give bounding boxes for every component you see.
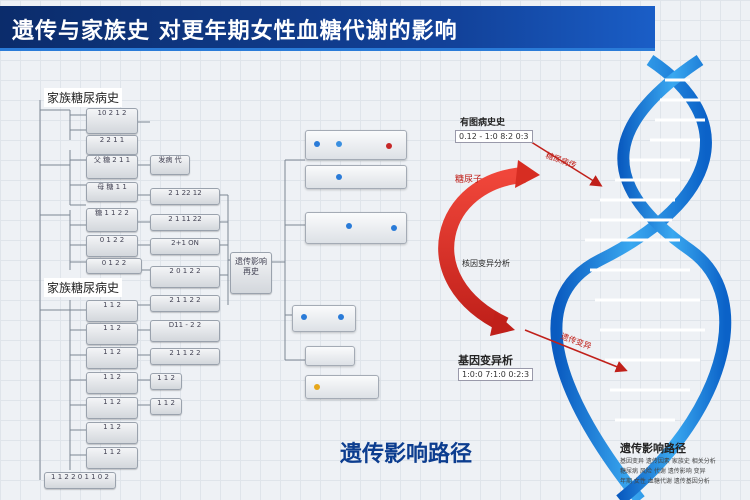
tree-lines — [39, 100, 305, 480]
bottom-pointer-arrow — [524, 329, 628, 373]
legend-line-3: 年期 女性 血糖代谢 遗传基因分析 — [620, 478, 710, 485]
gene-card-6[interactable] — [305, 375, 379, 399]
left-box-5[interactable]: 糖 1 1 2 2 — [86, 208, 138, 232]
arc-arrow — [438, 160, 540, 336]
lower-side-box-2[interactable]: 1 1 2 — [150, 398, 182, 415]
left-box-6[interactable]: 0 1 2 2 — [86, 235, 138, 257]
lower-box-2[interactable]: 1 1 2 — [86, 323, 138, 345]
legend-line-2: 糖尿病 风险 代谢 遗传影响 变异 — [620, 468, 706, 475]
gene-card-2[interactable] — [305, 165, 407, 189]
family-history-label-2: 家族糖尿病史 — [44, 278, 123, 297]
bottom-box[interactable]: 1 1 2 2 0 1 1 0 2 — [44, 472, 116, 489]
path-title: 遗传影响路径 — [340, 442, 473, 467]
gene-card-4[interactable] — [292, 305, 356, 332]
left-box-1[interactable]: 10 2 1 2 — [86, 108, 138, 134]
lower-box-3[interactable]: 1 1 2 — [86, 347, 138, 369]
mid-box-5[interactable]: 2 1 1 2 2 — [150, 295, 220, 312]
gene-dot-icon — [336, 174, 342, 180]
lower-box-1[interactable]: 1 1 2 — [86, 300, 138, 322]
lower-box-6[interactable]: 1 1 2 — [86, 422, 138, 444]
title-bar: 遗传与家族史 对更年期女性血糖代谢的影响 — [0, 6, 655, 51]
mid-box-2[interactable]: 2 1 11 22 — [150, 214, 220, 231]
left-box-4[interactable]: 母 糖 1 1 — [86, 182, 138, 202]
left-box-2[interactable]: 2 2 1 1 — [86, 135, 138, 155]
gene-dot-icon — [346, 223, 352, 229]
left-box-3[interactable]: 父 糖 2 1 1 — [86, 155, 138, 179]
bottom-right-label: 基因变异析 — [458, 354, 513, 367]
left-box-7[interactable]: 0 1 2 2 — [86, 258, 142, 274]
gene-dot-icon — [314, 141, 320, 147]
gene-dot-icon — [301, 314, 307, 320]
status-box[interactable]: 发病 代 — [150, 155, 190, 175]
dna-helix — [550, 55, 732, 500]
center-box[interactable]: 遗传影响 再史 — [230, 252, 272, 294]
arc-label-mid: 核因变异分析 — [462, 259, 510, 268]
family-history-label-1: 家族糖尿病史 — [44, 88, 123, 107]
lower-box-5[interactable]: 1 1 2 — [86, 397, 138, 419]
mid-box-4[interactable]: 2 0 1 2 2 — [150, 266, 220, 288]
gene-card-5[interactable] — [305, 346, 355, 366]
gene-dot-icon — [391, 225, 397, 231]
top-pointer-arrow — [519, 134, 603, 187]
arc-label-top: 糖尿子 — [455, 175, 483, 185]
lower-box-7[interactable]: 1 1 2 — [86, 447, 138, 469]
mid-box-6[interactable]: D11 - 2 2 — [150, 320, 220, 342]
bottom-right-sub: 1:0:0 7:1:0 0:2:3 — [458, 368, 534, 381]
page-title: 遗传与家族史 对更年期女性血糖代谢的影响 — [12, 18, 458, 44]
gene-card-3[interactable] — [305, 212, 407, 244]
gene-dot-icon — [336, 141, 342, 147]
mid-box-3[interactable]: 2+1 ON — [150, 238, 220, 255]
lower-box-4[interactable]: 1 1 2 — [86, 372, 138, 394]
right-top-sub: 0.12 - 1:0 8:2 0:3 — [455, 130, 533, 143]
lower-side-box-1[interactable]: 1 1 2 — [150, 373, 182, 390]
gene-card-1[interactable] — [305, 130, 407, 160]
legend-line-1: 基因变异 遗传因素 家族史 相关分析 — [620, 458, 716, 465]
gene-dot-icon — [386, 143, 392, 149]
mid-box-1[interactable]: 2 1 22 12 — [150, 188, 220, 205]
right-top-label: 有图病史史 — [460, 118, 506, 128]
gene-dot-icon — [338, 314, 344, 320]
gene-dot-icon — [314, 384, 320, 390]
mid-box-7[interactable]: 2 1 1 2 2 — [150, 348, 220, 365]
legend-title: 遗传影响路径 — [620, 442, 686, 455]
